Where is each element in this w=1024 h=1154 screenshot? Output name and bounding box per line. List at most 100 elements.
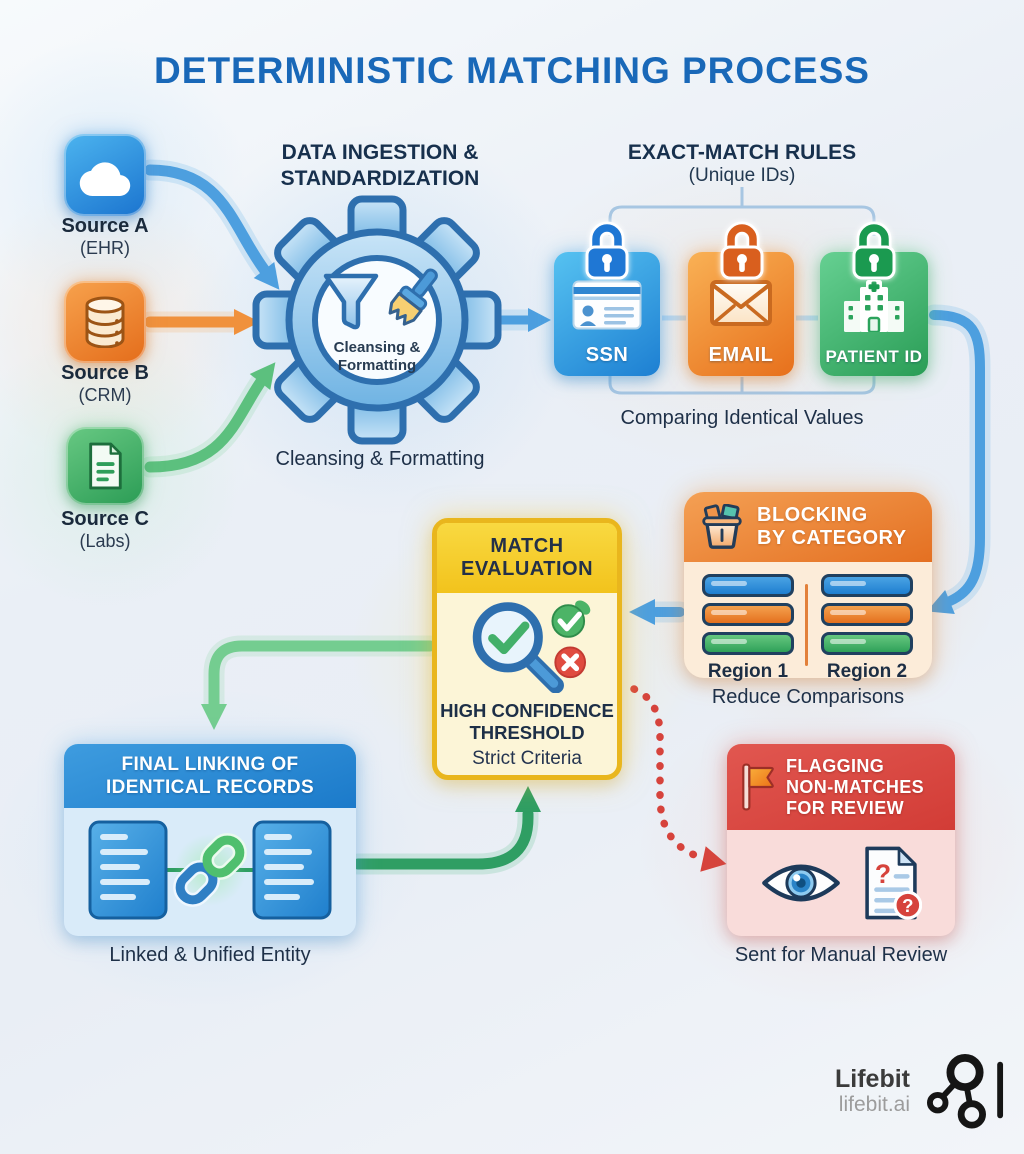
brand-domain: lifebit.ai: [838, 1092, 910, 1116]
lock-icon-blue: [585, 221, 629, 280]
threshold-line1: HIGH CONFIDENCE: [440, 700, 614, 721]
linking-panel: FINAL LINKING OF IDENTICAL RECORDS: [64, 744, 356, 936]
blocking-caption: Reduce Comparisons: [711, 686, 905, 708]
arrow-source-a-to-gear: [139, 159, 280, 290]
arrow-linking-to-evaluation: [347, 786, 541, 875]
region-2-label: Region 2: [826, 661, 908, 682]
region-1-label: Region 1: [707, 661, 789, 682]
gear-icon: Cleansing & Formatting: [252, 195, 502, 445]
blocking-heading-line1: BLOCKING: [757, 504, 868, 526]
card-patient-id: PATIENT ID: [820, 252, 928, 376]
source-c-sublabel: (Labs): [79, 531, 131, 551]
evaluation-panel: MATCH EVALUATION: [432, 518, 622, 780]
arrow-rules-to-blocking: [923, 304, 991, 615]
record-bar-green: [821, 632, 913, 655]
flagging-panel: FLAGGING NON-MATCHES FOR REVIEW ?: [727, 744, 955, 936]
card-email-label: EMAIL: [708, 344, 774, 366]
lifebit-logo-icon: [926, 1053, 1004, 1129]
flagging-header: FLAGGING NON-MATCHES FOR REVIEW: [727, 744, 955, 830]
arrow-source-c-to-gear: [139, 362, 276, 478]
cloud-icon: [79, 162, 131, 196]
svg-text:?: ?: [875, 859, 891, 889]
record-bar-orange: [702, 603, 794, 626]
source-a-label: Source A: [61, 215, 149, 237]
check-badge-icon: [551, 600, 591, 638]
linking-header: FINAL LINKING OF IDENTICAL RECORDS: [64, 744, 356, 808]
card-ssn-label: SSN: [585, 344, 629, 366]
source-c-tile: [66, 427, 144, 505]
hospital-icon: [844, 280, 904, 332]
region-2-group: Region 2: [815, 574, 919, 683]
record-document-right: [252, 820, 332, 920]
source-b-tile: [64, 281, 146, 363]
bracket-rules-bottom: [608, 374, 876, 395]
record-bar-green: [702, 632, 794, 655]
brush-icon: [388, 268, 438, 326]
record-document-left: [88, 820, 168, 920]
basket-icon: [702, 504, 742, 549]
flagging-heading-line3: FOR REVIEW: [786, 797, 905, 818]
blocking-divider: [805, 584, 808, 666]
record-bar-blue: [702, 574, 794, 597]
region-1-group: Region 1: [696, 574, 800, 683]
bracket-rules-top: [608, 187, 876, 236]
funnel-icon: [323, 273, 379, 330]
source-c-label: Source C: [61, 508, 149, 530]
brand-text: Lifebit lifebit.ai: [806, 1065, 910, 1117]
chain-link-icon: [173, 833, 247, 907]
blocking-heading-line2: BY CATEGORY: [757, 527, 907, 549]
flagging-body: ? ?: [727, 830, 955, 936]
database-icon: [85, 296, 125, 348]
linking-caption: Linked & Unified Entity: [109, 944, 311, 966]
svg-text:?: ?: [902, 895, 913, 916]
review-document-icon: ? ?: [865, 846, 922, 920]
arrow-blocking-to-evaluation: [629, 599, 691, 625]
linking-heading-line2: IDENTICAL RECORDS: [105, 777, 315, 798]
brand-block: Lifebit lifebit.ai: [806, 1052, 1008, 1130]
flagging-heading-line2: NON-MATCHES: [786, 776, 925, 797]
arrow-evaluation-to-flagging-dotted: [630, 685, 727, 872]
flag-icon: [742, 763, 774, 811]
exact-match-caption: Comparing Identical Values: [620, 407, 864, 429]
match-check-icons: [472, 600, 591, 694]
card-patient-id-label: PATIENT ID: [825, 347, 923, 366]
ingestion-heading-line2: STANDARDIZATION: [280, 167, 480, 190]
blocking-panel: BLOCKING BY CATEGORY Region 1 Region 2: [684, 492, 932, 682]
exact-match-subheading: (Unique IDs): [688, 165, 796, 186]
ingestion-caption: Cleansing & Formatting: [275, 448, 485, 470]
lock-icon-orange: [720, 221, 764, 280]
blocking-header: BLOCKING BY CATEGORY: [684, 492, 932, 562]
threshold-line2: THRESHOLD: [469, 722, 585, 743]
linking-heading-line1: FINAL LINKING OF: [121, 754, 299, 775]
gear-label-line2: Formatting: [338, 357, 416, 374]
document-icon: [89, 442, 122, 490]
source-b-sublabel: (CRM): [78, 385, 132, 405]
id-card-icon: [572, 280, 642, 330]
exact-match-heading: EXACT-MATCH RULES: [627, 141, 857, 164]
gear-label-line1: Cleansing &: [334, 339, 421, 356]
arrow-evaluation-to-linking: [201, 635, 441, 730]
arrow-source-b-to-gear: [139, 309, 260, 335]
linked-records-graphic: [88, 820, 332, 920]
eye-icon: [762, 864, 840, 902]
card-ssn: SSN: [554, 252, 660, 376]
lock-icon-green: [852, 221, 896, 280]
flagging-heading-line1: FLAGGING: [786, 755, 885, 776]
magnifier-icon: [472, 602, 564, 694]
record-bar-blue: [821, 574, 913, 597]
source-a-sublabel: (EHR): [80, 238, 130, 258]
flagging-caption: Sent for Manual Review: [734, 944, 948, 966]
source-b-label: Source B: [61, 362, 149, 384]
envelope-icon: [710, 280, 772, 326]
record-bar-orange: [821, 603, 913, 626]
evaluation-header: MATCH EVALUATION: [437, 523, 617, 593]
cross-badge-icon: [554, 646, 587, 679]
page-title: DETERMINISTIC MATCHING PROCESS: [154, 50, 870, 91]
ingestion-heading: DATA INGESTION & STANDARDIZATION: [240, 140, 520, 192]
ingestion-heading-line1: DATA INGESTION &: [281, 141, 479, 164]
evaluation-heading-line1: MATCH: [490, 535, 564, 557]
criteria-label: Strict Criteria: [472, 748, 582, 769]
evaluation-heading-line2: EVALUATION: [460, 558, 594, 580]
